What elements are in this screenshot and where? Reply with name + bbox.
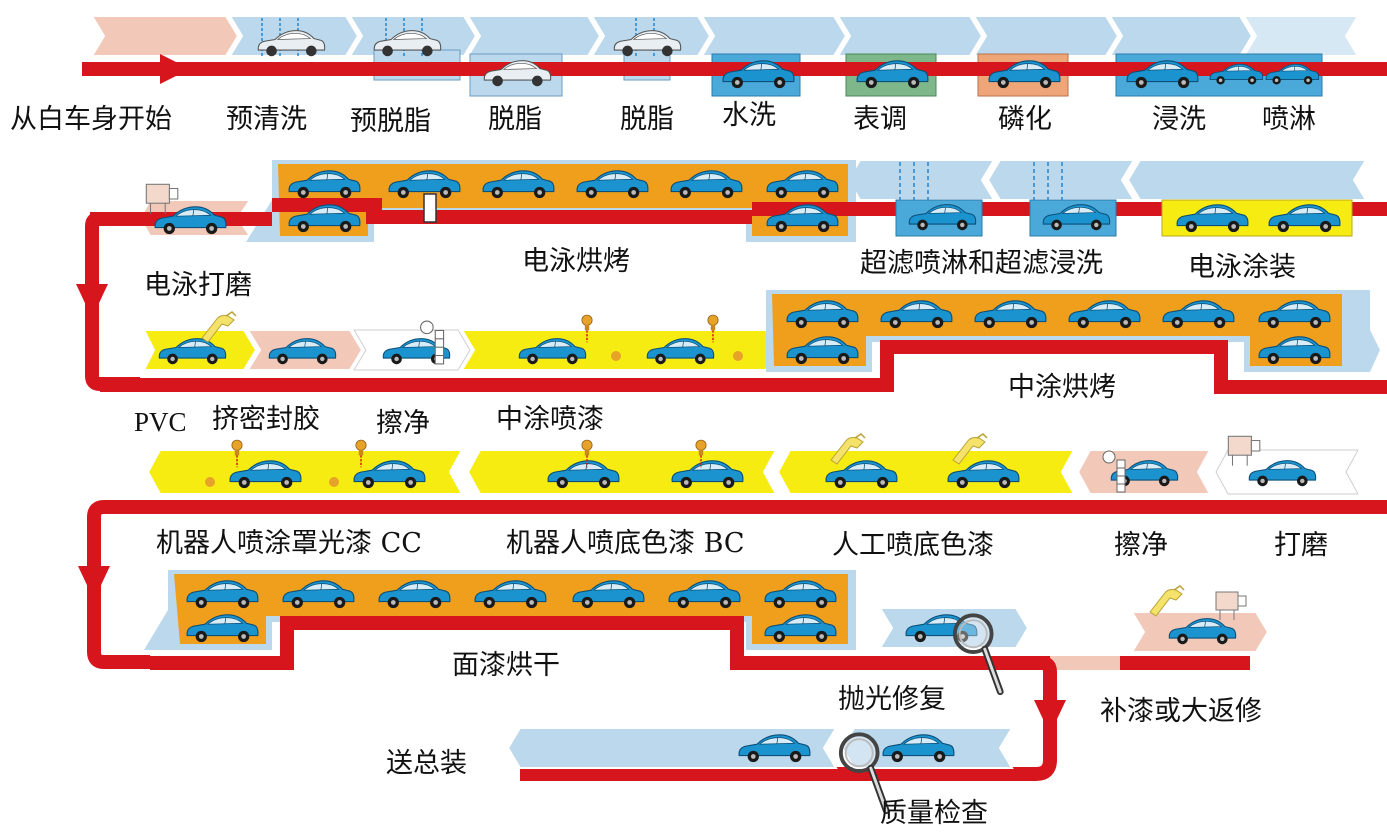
direction-arrow-icon xyxy=(78,566,110,600)
stage-label-manual-basecoat: 人工喷底色漆 xyxy=(832,530,994,561)
stage-label-surface-adjust: 表调 xyxy=(853,104,907,135)
row-primer xyxy=(100,290,1387,394)
flow-connector xyxy=(87,500,150,669)
stage-label-wipe-2: 擦净 xyxy=(1114,530,1168,561)
stage-label-water-rinse: 水洗 xyxy=(722,100,776,131)
row-e-coat xyxy=(90,159,1387,242)
stage-label-quality-check: 质量检查 xyxy=(880,798,988,829)
direction-arrow-icon xyxy=(76,284,108,318)
stage-label-topcoat-dry: 面漆烘干 xyxy=(452,650,560,681)
stage-label-sealing: 挤密封胶 xyxy=(212,404,320,435)
stage-label-ultrafiltration: 超滤喷淋和超滤浸洗 xyxy=(860,248,1103,279)
stage-label-degrease-2: 脱脂 xyxy=(620,104,674,135)
row-final xyxy=(506,727,1014,811)
stage-label-to-assembly: 送总装 xyxy=(386,748,467,779)
stage-label-pre-degrease: 预脱脂 xyxy=(350,106,431,137)
stage-label-pvc: PVC xyxy=(134,407,187,437)
stage-label-sanding: 打磨 xyxy=(1274,530,1328,561)
stage-label-polish-repair: 抛光修复 xyxy=(838,684,946,715)
stage-label-e-coat-bake: 电泳烘烤 xyxy=(522,246,630,277)
stage-label-start: 从白车身开始 xyxy=(10,104,172,135)
stage-label-dip-rinse: 浸洗 xyxy=(1152,104,1206,135)
stage-label-e-coat-sanding: 电泳打磨 xyxy=(144,270,252,301)
stage-label-phosphating: 磷化 xyxy=(998,104,1052,135)
robot-arm-icon xyxy=(733,351,743,361)
stage-label-robot-basecoat: 机器人喷底色漆 BC xyxy=(506,528,745,559)
stage-label-e-coat: 电泳涂装 xyxy=(1188,252,1296,283)
stage-label-robot-clearcoat: 机器人喷涂罩光漆 CC xyxy=(156,528,422,559)
stage-label-spray-rinse: 喷淋 xyxy=(1262,104,1316,135)
stage-label-degrease: 脱脂 xyxy=(488,104,542,135)
robot-arm-icon xyxy=(611,351,621,361)
stage-label-pre-rinse: 预清洗 xyxy=(226,104,307,135)
robot-arm-icon xyxy=(329,477,339,487)
robot-arm-icon xyxy=(205,477,215,487)
direction-arrow-icon xyxy=(160,54,190,84)
row-topcoat xyxy=(120,433,1387,514)
row-pretreatment xyxy=(82,15,1387,97)
direction-arrow-icon xyxy=(1034,700,1066,734)
row-topcoat-oven xyxy=(144,570,1270,692)
stage-label-wipe: 擦净 xyxy=(376,408,430,439)
stage-label-touchup: 补漆或大返修 xyxy=(1100,696,1262,727)
stage-label-primer-bake: 中涂烘烤 xyxy=(1008,372,1116,403)
stage-label-primer-spray: 中涂喷漆 xyxy=(496,404,604,435)
